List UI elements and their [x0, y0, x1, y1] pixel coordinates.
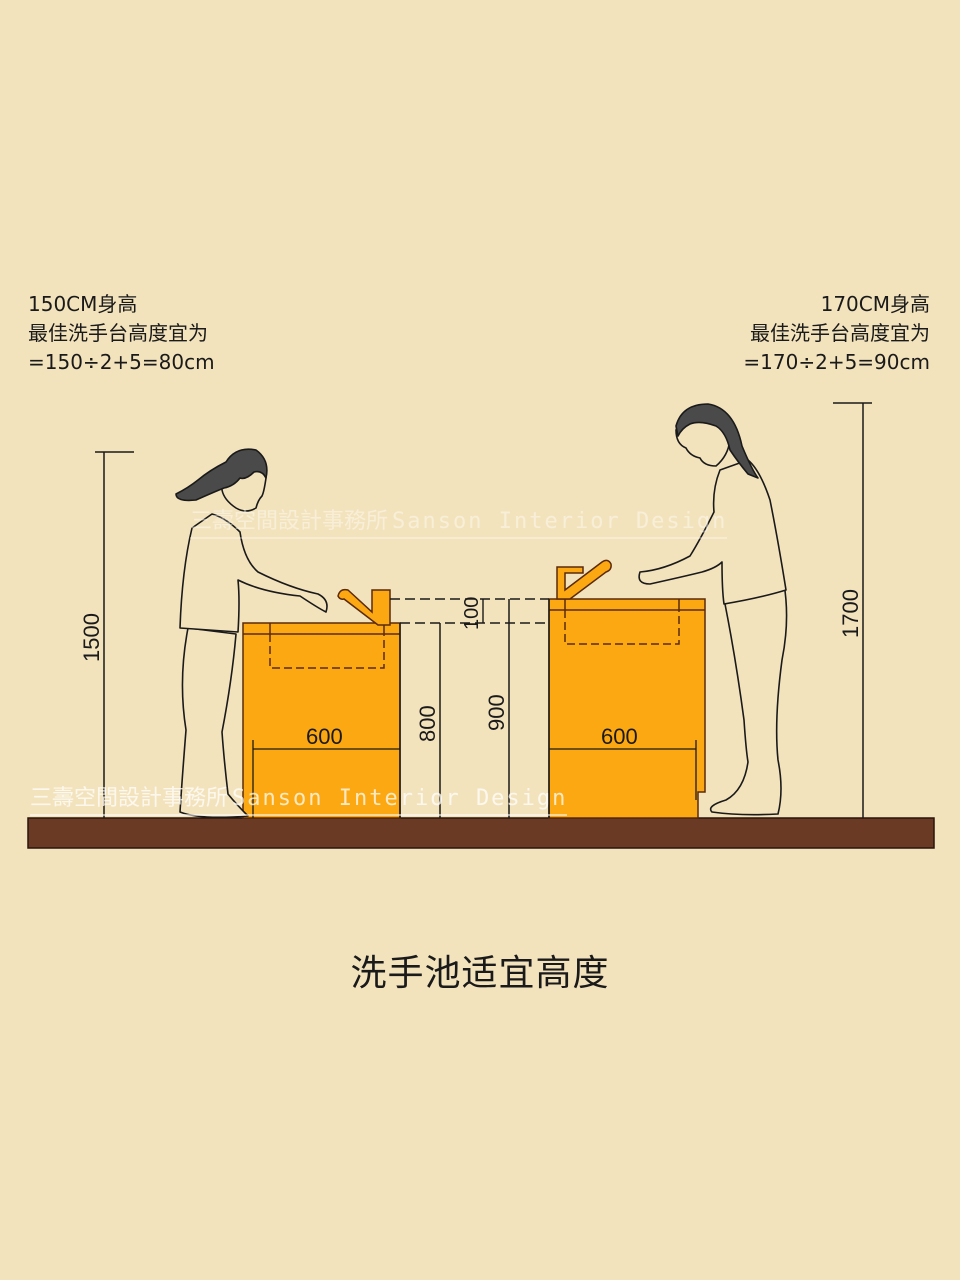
dimension-1500 — [95, 451, 134, 818]
dimension-600-right — [549, 740, 697, 800]
person-left-hair — [175, 448, 268, 502]
note-right-label: 最佳洗手台高度宜为 — [750, 321, 930, 345]
watermark-bottom-cn: 三壽空間設計事務所 — [30, 786, 229, 811]
person-right-figure — [638, 403, 788, 816]
note-left-150cm: 150CM身高 最佳洗手台高度宜为 =150÷2+5=80cm — [28, 290, 215, 377]
dim-label-1500: 1500 — [79, 613, 104, 662]
page-title: 洗手池适宜高度 — [350, 953, 610, 994]
note-left-formula: =150÷2+5=80cm — [28, 350, 215, 374]
cabinet-left — [242, 622, 401, 819]
note-left-label: 最佳洗手台高度宜为 — [28, 321, 208, 345]
dimension-100 — [390, 598, 549, 624]
note-right-formula: =170÷2+5=90cm — [743, 350, 930, 374]
note-right-height: 170CM身高 — [820, 292, 930, 316]
watermark-top-en: Sanson Interior Design — [392, 509, 728, 534]
person-left-figure — [175, 448, 328, 819]
watermark-top-cn: 三壽空間設計事務所 — [190, 509, 389, 534]
dimension-1700 — [833, 402, 872, 818]
faucet-left — [337, 588, 391, 626]
dim-label-1700: 1700 — [838, 589, 863, 638]
dim-label-600-right: 600 — [601, 724, 638, 749]
person-right-hair — [675, 403, 759, 479]
dim-label-100: 100 — [461, 597, 483, 630]
faucet-right — [556, 559, 612, 600]
cabinet-right — [548, 598, 706, 819]
dimension-900 — [508, 599, 550, 818]
dim-label-900: 900 — [484, 694, 509, 731]
watermark-bottom-en: Sanson Interior Design — [232, 786, 568, 811]
dimension-800 — [399, 623, 441, 818]
dimension-600-left — [252, 740, 400, 818]
dim-label-800: 800 — [415, 705, 440, 742]
dim-label-600-left: 600 — [306, 724, 343, 749]
floor — [27, 817, 935, 849]
note-left-height: 150CM身高 — [28, 292, 138, 316]
note-right-170cm: 170CM身高 最佳洗手台高度宜为 =170÷2+5=90cm — [743, 290, 930, 377]
